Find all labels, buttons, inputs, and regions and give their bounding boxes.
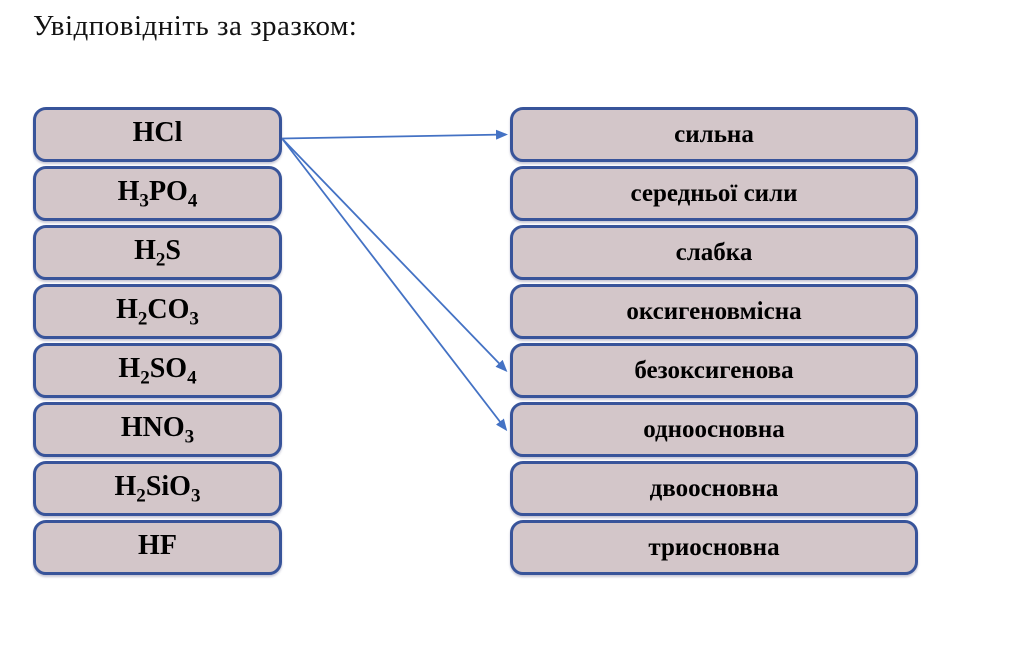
page-title: Увідповідніть за зразком: — [33, 10, 358, 42]
property-label: безоксигенова — [634, 357, 794, 384]
property-label: одноосновна — [643, 416, 785, 443]
acid-label: H2CO3 — [116, 294, 199, 330]
property-label: оксигеновмісна — [626, 298, 802, 325]
property-label: двоосновна — [649, 475, 779, 502]
property-label: триосновна — [648, 534, 780, 561]
property-box[interactable]: одноосновна — [510, 402, 918, 457]
acid-box[interactable]: HNO3 — [33, 402, 282, 457]
acid-label: H3PO4 — [117, 176, 198, 212]
property-label: сильна — [674, 121, 754, 148]
property-box[interactable]: безоксигенова — [510, 343, 918, 398]
acid-label: HCl — [132, 117, 183, 148]
property-box[interactable]: середньої сили — [510, 166, 918, 221]
properties-column: сильна середньої сили слабка оксигеновмі… — [510, 107, 918, 575]
acid-label: HF — [138, 530, 177, 561]
property-box[interactable]: двоосновна — [510, 461, 918, 516]
property-label: середньої сили — [630, 180, 798, 207]
acids-column: HCl H3PO4 H2S H2CO3 H2SO4 HNO3 H2SiO3 HF — [33, 107, 282, 575]
property-box[interactable]: сильна — [510, 107, 918, 162]
acid-label: HNO3 — [120, 412, 195, 448]
acid-label: H2SiO3 — [114, 471, 201, 507]
acid-label: H2S — [134, 235, 181, 271]
acid-box[interactable]: H2CO3 — [33, 284, 282, 339]
acid-box[interactable]: H3PO4 — [33, 166, 282, 221]
property-label: слабка — [675, 239, 753, 266]
acid-box[interactable]: H2S — [33, 225, 282, 280]
acid-box[interactable]: H2SiO3 — [33, 461, 282, 516]
property-box[interactable]: оксигеновмісна — [510, 284, 918, 339]
acid-box[interactable]: HCl — [33, 107, 282, 162]
acid-box[interactable]: HF — [33, 520, 282, 575]
property-box[interactable]: триосновна — [510, 520, 918, 575]
acid-box[interactable]: H2SO4 — [33, 343, 282, 398]
property-box[interactable]: слабка — [510, 225, 918, 280]
acid-label: H2SO4 — [118, 353, 197, 389]
